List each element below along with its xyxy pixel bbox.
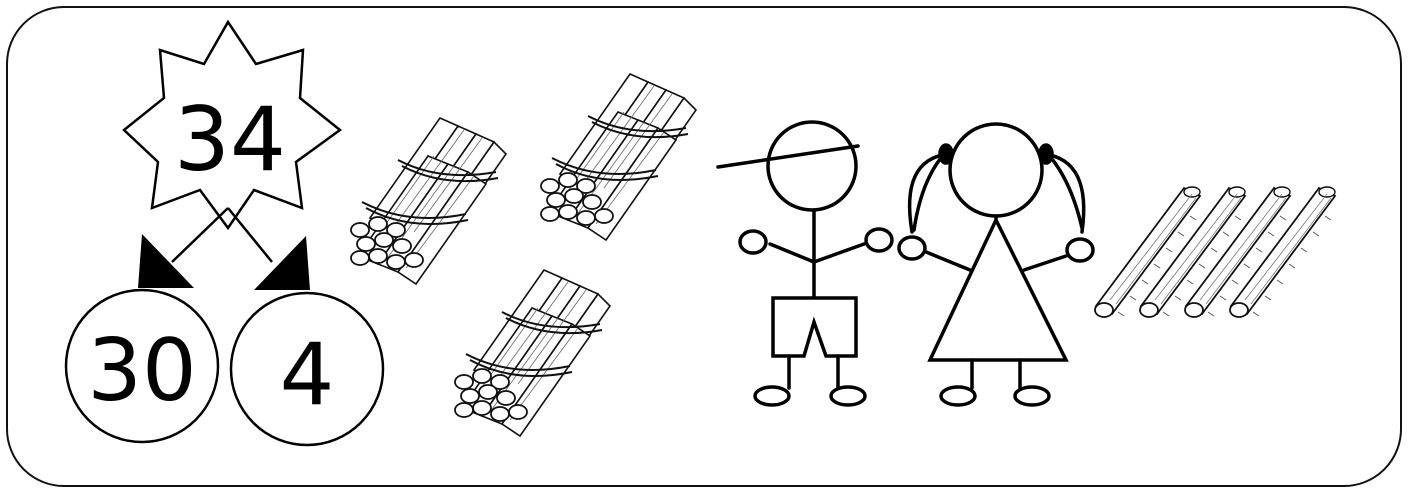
boy-figure	[716, 120, 894, 407]
whole-number: 34	[174, 88, 286, 191]
right-arrowhead-icon	[254, 236, 310, 290]
ones-number: 4	[280, 325, 335, 425]
tens-circle	[64, 288, 220, 444]
ten-bundle-1	[350, 117, 507, 285]
tens-number: 30	[87, 321, 196, 421]
star-shape	[122, 19, 343, 231]
ten-bundle-2	[540, 73, 697, 241]
left-arrowhead-icon	[138, 234, 194, 288]
ones-circle	[229, 291, 385, 447]
bond-connectors	[171, 207, 273, 263]
ten-bundle-3	[454, 269, 611, 437]
girl-figure	[897, 122, 1095, 407]
